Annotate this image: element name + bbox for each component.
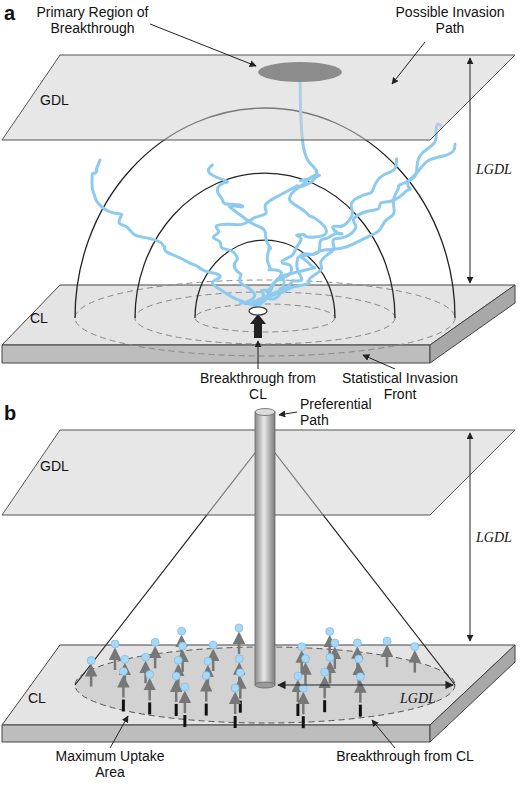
dimension-line bbox=[470, 58, 471, 283]
uptake-arrow bbox=[231, 684, 239, 728]
dimension-line bbox=[278, 684, 453, 685]
leader-line bbox=[258, 341, 259, 369]
uptake-arrow bbox=[111, 640, 119, 670]
leader-line bbox=[150, 24, 256, 66]
leader-line bbox=[363, 355, 395, 369]
cl-front bbox=[2, 345, 430, 363]
panel-letter: a bbox=[4, 2, 24, 25]
dimension-label: LGDL bbox=[400, 691, 444, 707]
invasion-path bbox=[208, 165, 284, 306]
cl-layer bbox=[2, 285, 515, 345]
uptake-arrow bbox=[301, 655, 309, 685]
gdl-plane bbox=[2, 55, 515, 140]
uptake-arrow bbox=[151, 638, 159, 668]
uptake-arrows bbox=[87, 624, 419, 728]
uptake-arrow bbox=[174, 656, 182, 686]
breakthrough-arrow bbox=[250, 314, 266, 338]
dimension-label: LGDL bbox=[476, 530, 520, 546]
dimension-line bbox=[470, 433, 471, 641]
uptake-arrow bbox=[87, 657, 95, 687]
invasion-path bbox=[258, 175, 326, 306]
uptake-arrow bbox=[321, 668, 329, 712]
breakthrough-region bbox=[258, 62, 342, 82]
panel-a bbox=[2, 24, 515, 369]
callout-label: Possible Invasion Path bbox=[395, 4, 505, 36]
uptake-arrow bbox=[142, 653, 150, 683]
panel-b bbox=[2, 409, 515, 749]
uptake-arrow bbox=[299, 684, 307, 728]
uptake-arrow bbox=[353, 639, 361, 669]
callout-label: Primary Region of Breakthrough bbox=[30, 4, 155, 36]
invasion-path bbox=[252, 159, 397, 306]
layer-label: GDL bbox=[40, 458, 80, 474]
layer-label: GDL bbox=[40, 92, 80, 108]
uptake-arrow bbox=[146, 670, 154, 714]
cl-front bbox=[2, 725, 430, 742]
preferential-path bbox=[255, 412, 275, 685]
cl-side bbox=[430, 285, 515, 363]
uptake-arrow bbox=[202, 672, 210, 716]
uptake-arrow bbox=[411, 643, 419, 673]
leader-line bbox=[279, 412, 297, 415]
callout-label: Breakthrough from CL bbox=[335, 748, 475, 764]
uptake-arrow bbox=[172, 672, 180, 716]
cylinder-top bbox=[255, 409, 275, 416]
uptake-arrow bbox=[294, 672, 302, 716]
invasion-path bbox=[92, 160, 258, 306]
callout-label: Preferential Path bbox=[300, 396, 400, 428]
dimension-label: LGDL bbox=[476, 162, 520, 178]
callout-label: Maximum Uptake Area bbox=[40, 748, 180, 780]
uptake-arrow bbox=[383, 637, 391, 667]
layer-label: CL bbox=[28, 690, 58, 706]
leader-line bbox=[372, 720, 395, 748]
panel-letter: b bbox=[4, 402, 24, 425]
uptake-arrow bbox=[209, 641, 217, 671]
leader-line bbox=[110, 716, 128, 748]
uptake-arrow bbox=[356, 673, 364, 717]
uptake-arrow bbox=[326, 653, 334, 683]
uptake-arrow bbox=[119, 668, 127, 712]
uptake-arrow bbox=[181, 683, 189, 727]
front-ellipse bbox=[195, 304, 335, 332]
leader-line bbox=[392, 42, 425, 84]
cylinder-base bbox=[255, 682, 275, 688]
layer-label: CL bbox=[30, 310, 60, 326]
uptake-arrow bbox=[235, 624, 243, 654]
breakthrough-ring bbox=[249, 307, 267, 315]
invasion-path bbox=[258, 124, 441, 306]
